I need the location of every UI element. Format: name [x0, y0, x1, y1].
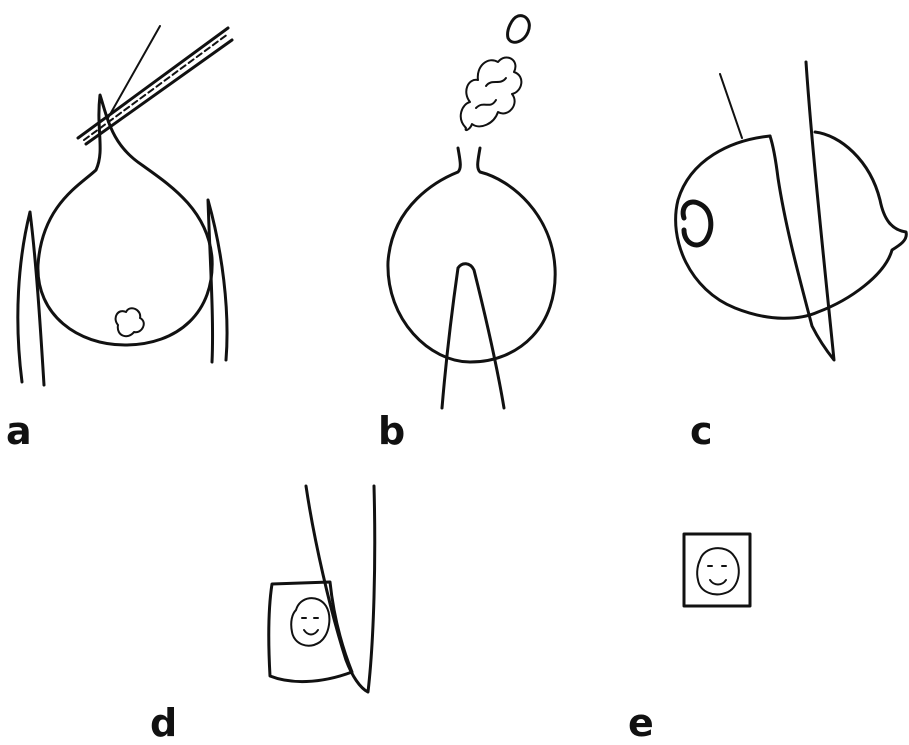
panel-label-b: b [378, 409, 405, 453]
panel-label-e: e [628, 701, 654, 745]
panel-d-tissue-square [269, 582, 352, 682]
panel-d-face-detail [302, 618, 318, 635]
panel-e-face-detail [708, 566, 726, 585]
panel-a-left-holder [18, 212, 44, 385]
panel-d-blade [306, 486, 375, 692]
panel-a-right-holder [208, 200, 227, 362]
panel-label-d: d [150, 701, 177, 745]
panel-b [388, 16, 555, 408]
panel-label-c: c [690, 409, 713, 453]
panel-b-cloud [461, 57, 522, 130]
panel-c-blade-edge [720, 74, 742, 138]
panel-c-nodule [683, 202, 711, 245]
panel-e-face [697, 548, 739, 594]
panel-b-cloud-inner [476, 78, 506, 108]
panel-a [18, 26, 232, 385]
panel-d-face [291, 598, 329, 646]
panel-c [676, 62, 907, 360]
panel-b-bulb [388, 148, 555, 362]
panel-c-blade [770, 62, 834, 360]
panel-a-pipette-core [84, 34, 228, 140]
panel-b-needle [442, 264, 504, 408]
panel-e [684, 534, 750, 606]
panel-a-bulb [38, 95, 212, 345]
panel-d [269, 486, 375, 692]
panel-a-cell-mass [116, 308, 144, 336]
panel-label-a: a [6, 409, 32, 453]
panel-b-droplet [508, 16, 530, 43]
